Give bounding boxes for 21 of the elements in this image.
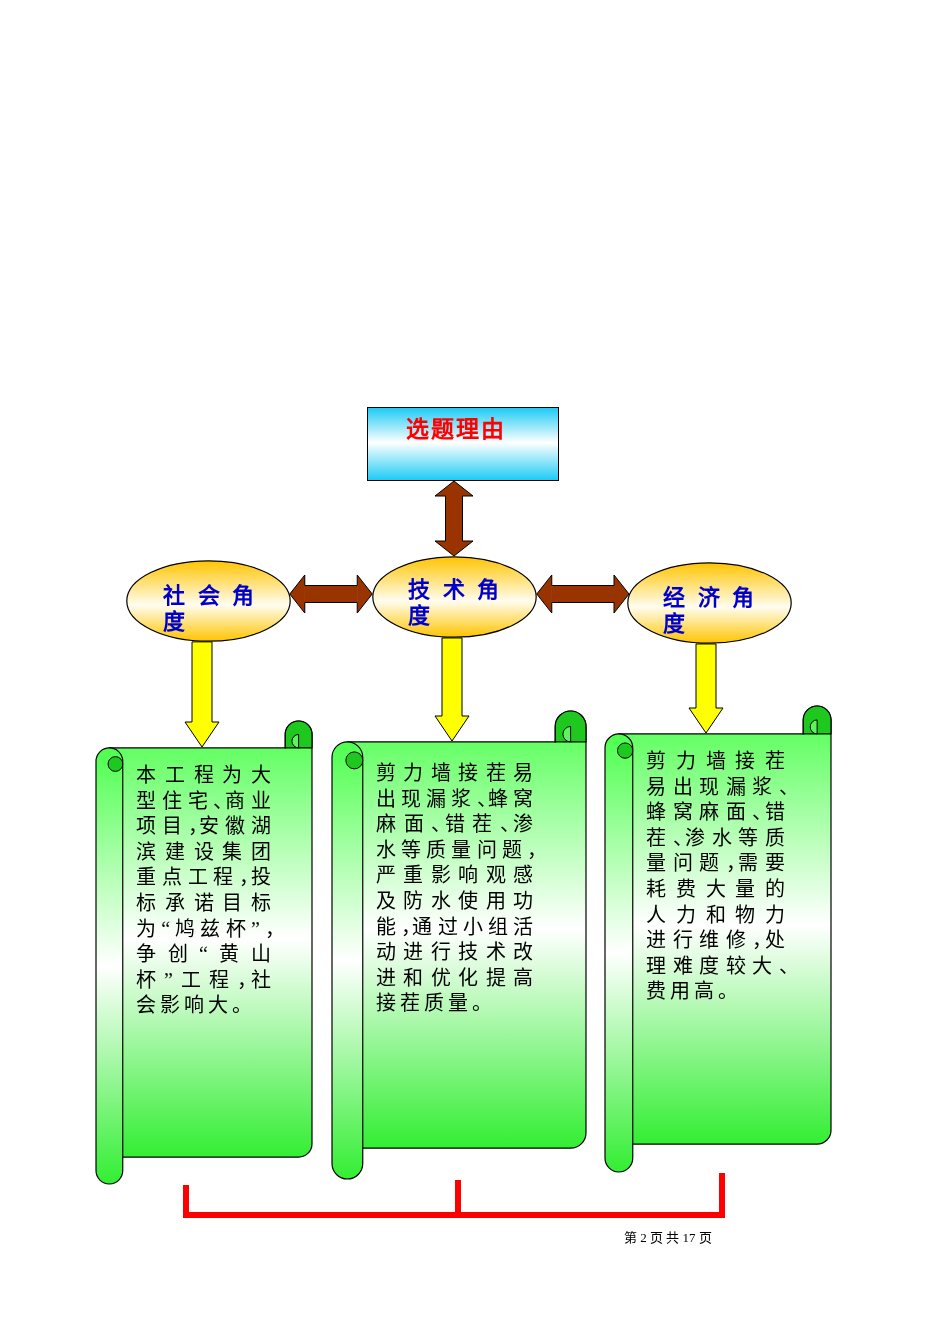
double-arrow — [536, 575, 630, 613]
ellipse — [372, 556, 537, 638]
scroll-text: 本工程为大型住宅、商业项目，安徽湖滨建设集团重点工程，投标承诺目标为“鸠兹杯”，争创“黄山杯”工程，社会影响大。 — [136, 763, 275, 1019]
scroll-text: 剪力墙接茬易出现漏浆、蜂窝麻面、错茬、渗水等质量问题，严重影响观感及防水使用功能，通过小组活动进行技术改进和优化提高接茬质量。 — [376, 761, 537, 1017]
ellipse — [126, 560, 291, 642]
ellipse-label: 技术角度 — [408, 577, 513, 629]
title-box — [367, 407, 559, 481]
scroll-banner — [95, 720, 313, 1185]
ellipse-label: 经济角度 — [663, 585, 768, 637]
ellipse-label: 社会角度 — [163, 583, 268, 635]
scroll-text: 剪力墙接茬易出现漏浆、蜂窝麻面、错茬、渗水等质量问题，需要耗费大量的人力和物力进行维修，处理难度较大、费用高。 — [646, 749, 789, 1005]
double-arrow — [435, 480, 473, 557]
ellipse — [627, 562, 792, 644]
title-text: 选题理由 — [406, 416, 506, 442]
scroll-banner — [331, 710, 587, 1180]
arrow — [184, 641, 220, 748]
page-number: 第 2 页 共 17 页 — [624, 1229, 712, 1246]
double-arrow — [289, 575, 373, 613]
scroll-banner — [604, 705, 832, 1173]
arrow — [688, 643, 724, 734]
arrow — [434, 637, 470, 742]
